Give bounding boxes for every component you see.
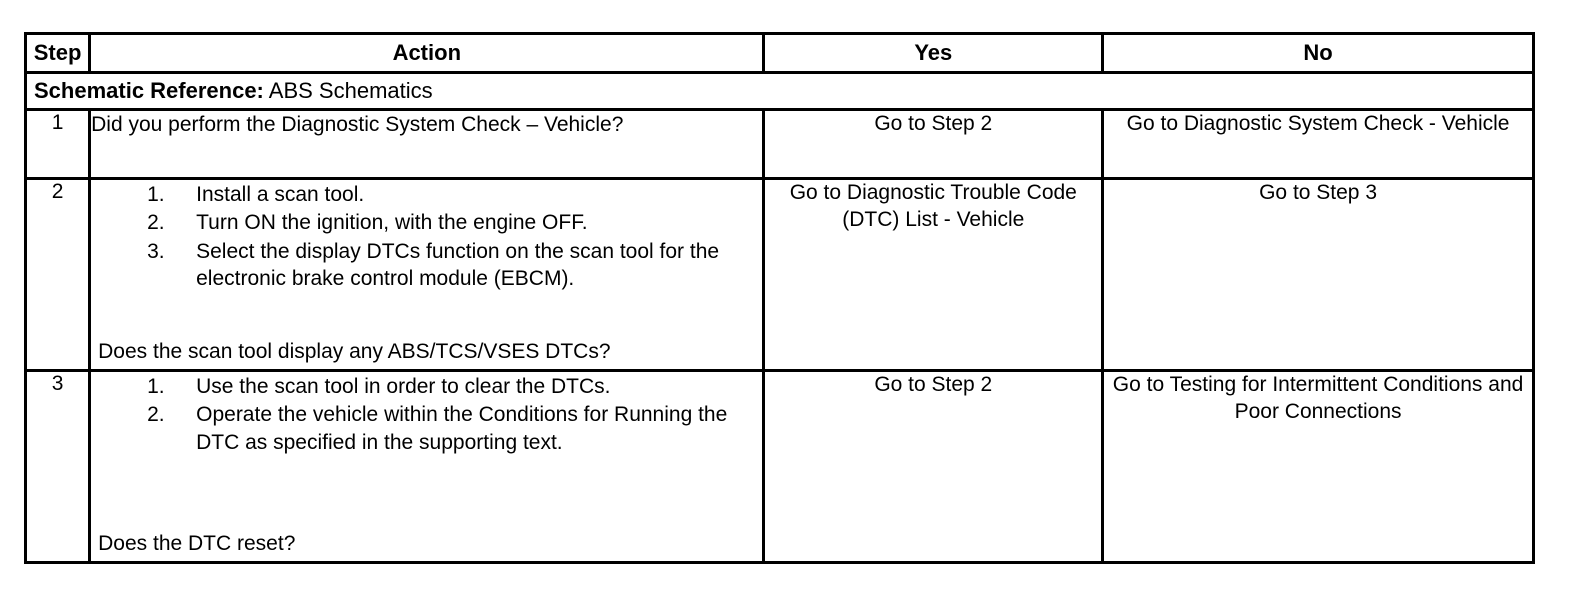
table-row: 1 Did you perform the Diagnostic System … (23, 108, 1535, 180)
action-list-text: Operate the vehicle within the Condition… (196, 403, 728, 454)
table-header-row: Step Action Yes No (23, 32, 1535, 74)
column-header-no: No (1101, 32, 1535, 74)
action-cell: 1. Install a scan tool. 2. Turn ON the ign… (88, 177, 766, 372)
step-number: 3 (23, 369, 92, 564)
action-list-text: Select the display DTCs function on the … (196, 239, 720, 290)
action-list-text: Install a scan tool. (196, 183, 365, 206)
action-step-list: 1. Use the scan tool in order to clear th… (91, 373, 762, 456)
action-list-item: 3. Select the display DTCs function on th… (91, 238, 762, 293)
schematic-reference-value: ABS Schematics (263, 78, 433, 103)
column-header-step: Step (23, 32, 92, 74)
action-list-item: 1. Use the scan tool in order to clear th… (91, 373, 762, 400)
action-list-number: 2. (147, 403, 165, 427)
action-step-list: 1. Install a scan tool. 2. Turn ON the ign… (91, 181, 762, 292)
action-list-item: 1. Install a scan tool. (91, 181, 762, 208)
action-list-text: Use the scan tool in order to clear the … (196, 375, 611, 398)
action-question-text: Does the DTC reset? (98, 531, 296, 555)
yes-answer-cell[interactable]: Go to Step 2 (762, 369, 1105, 564)
action-list-number: 1. (147, 183, 165, 206)
action-cell: Did you perform the Diagnostic System Ch… (88, 108, 766, 180)
no-answer-cell[interactable]: Go to Diagnostic System Check - Vehicle (1101, 108, 1535, 180)
action-list-text: Turn ON the ignition, with the engine OF… (196, 211, 588, 235)
no-answer-cell[interactable]: Go to Step 3 (1101, 177, 1535, 372)
action-list-number: 1. (147, 375, 165, 398)
schematic-reference-cell: Schematic Reference: ABS Schematics (24, 71, 1535, 111)
table-row: 3 1. Use the scan tool in order to clear … (23, 369, 1535, 564)
step-number: 1 (23, 108, 92, 180)
column-header-yes: Yes (762, 32, 1105, 74)
action-cell: 1. Use the scan tool in order to clear th… (88, 369, 766, 564)
table-row: 2 1. Install a scan tool. 2. Turn ON the i… (23, 177, 1535, 372)
action-question-text: Does the scan tool display any ABS/TCS/V… (98, 339, 611, 363)
action-list-item: 2. Operate the vehicle within the Conditi… (91, 401, 762, 456)
action-intro-text: Did you perform the Diagnostic System Ch… (91, 113, 624, 136)
column-header-action: Action (88, 32, 766, 74)
action-list-number: 2. (147, 211, 165, 235)
yes-answer-cell[interactable]: Go to Diagnostic Trouble Code (DTC) List… (762, 177, 1105, 372)
diagnostic-procedure-table: Step Action Yes No Schematic Reference: … (23, 32, 1535, 564)
yes-answer-cell[interactable]: Go to Step 2 (762, 108, 1105, 180)
action-list-item: 2. Turn ON the ignition, with the engine … (91, 209, 762, 236)
step-number: 2 (23, 177, 92, 372)
action-list-number: 3. (147, 239, 165, 263)
schematic-reference-label: Schematic Reference: (34, 78, 264, 103)
no-answer-cell[interactable]: Go to Testing for Intermittent Condition… (1101, 369, 1535, 564)
schematic-reference-row: Schematic Reference: ABS Schematics (24, 71, 1535, 111)
